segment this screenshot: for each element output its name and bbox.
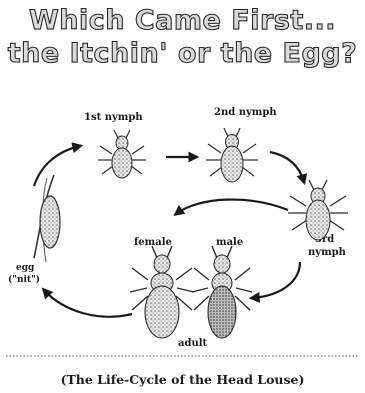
first-nymph-illustration: [98, 130, 146, 178]
arrow-nymph3-to-male: [252, 262, 300, 298]
label-2nd-nymph: 2nd nymph: [214, 107, 277, 118]
male-adult-illustration: [192, 246, 252, 338]
label-egg: egg: [16, 263, 35, 273]
diagram-caption: (The Life-Cycle of the Head Louse): [0, 372, 365, 387]
arrow-nymph2-to-nymph3: [270, 152, 304, 182]
label-adult: adult: [178, 338, 208, 349]
arrow-egg-to-nymph1: [34, 146, 80, 186]
label-nit: ("nit"): [8, 274, 40, 285]
label-female: female: [134, 237, 172, 248]
label-3rd-nymph-line2: nymph: [308, 247, 347, 258]
egg-nit-illustration: [34, 175, 60, 262]
label-1st-nymph: 1st nymph: [84, 112, 143, 123]
arrow-adults-to-egg: [44, 290, 132, 317]
arrow-nymph3-to-female: [176, 200, 288, 214]
third-nymph-illustration: [288, 180, 348, 240]
second-nymph-illustration: [206, 128, 258, 182]
label-male: male: [216, 237, 243, 248]
female-adult-illustration: [130, 246, 194, 338]
